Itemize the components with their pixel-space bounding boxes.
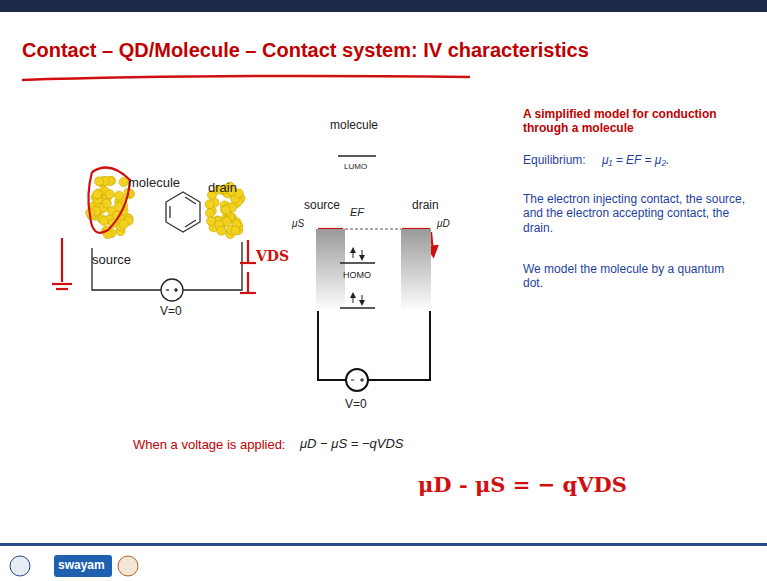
part-label: source: [304, 198, 340, 212]
slide-title: Contact – QD/Molecule – Contact system: …: [22, 38, 589, 62]
top-bar: [0, 0, 767, 12]
part-label: source: [92, 252, 131, 268]
level-label: LUMO: [344, 162, 367, 172]
note-text: Equilibrium:: [523, 153, 586, 167]
red-annotations: [52, 168, 433, 294]
potential-label: μS: [292, 218, 304, 230]
equation: μD − μS = −qVDS: [300, 436, 404, 452]
handwritten-label: VDS: [256, 248, 289, 265]
part-label: molecule: [128, 175, 180, 191]
part-label: molecule: [330, 118, 378, 132]
part-label: drain: [208, 180, 237, 196]
note-text: We model the molecule by a quantum dot.: [523, 262, 738, 291]
energy-diagram: [316, 156, 431, 391]
note-text: When a voltage is applied:: [133, 437, 285, 453]
voltage-label: V=0: [160, 304, 182, 318]
swayam-logo: [54, 555, 112, 577]
logo-icon: [118, 556, 138, 576]
logo-text: swayam: [58, 558, 105, 572]
benzene-ring: [166, 192, 200, 232]
note-text: The electron injecting contact, the sour…: [523, 192, 755, 235]
title-underline: [22, 76, 470, 80]
equation: μ₁ = EF = μ₂.: [602, 153, 669, 167]
heading-note: A simplified model for conduction throug…: [523, 107, 753, 136]
left-circuit: [92, 242, 242, 301]
voltage-label: V=0: [345, 397, 367, 411]
potential-label: μD: [437, 218, 450, 230]
handwritten-equation: μD - μS = − qVDS: [418, 472, 627, 497]
part-label: drain: [412, 198, 439, 212]
logo-icon: [10, 556, 30, 576]
level-label: HOMO: [343, 270, 371, 281]
bottom-rule: [0, 543, 767, 546]
fermi-label: EF: [350, 206, 364, 219]
